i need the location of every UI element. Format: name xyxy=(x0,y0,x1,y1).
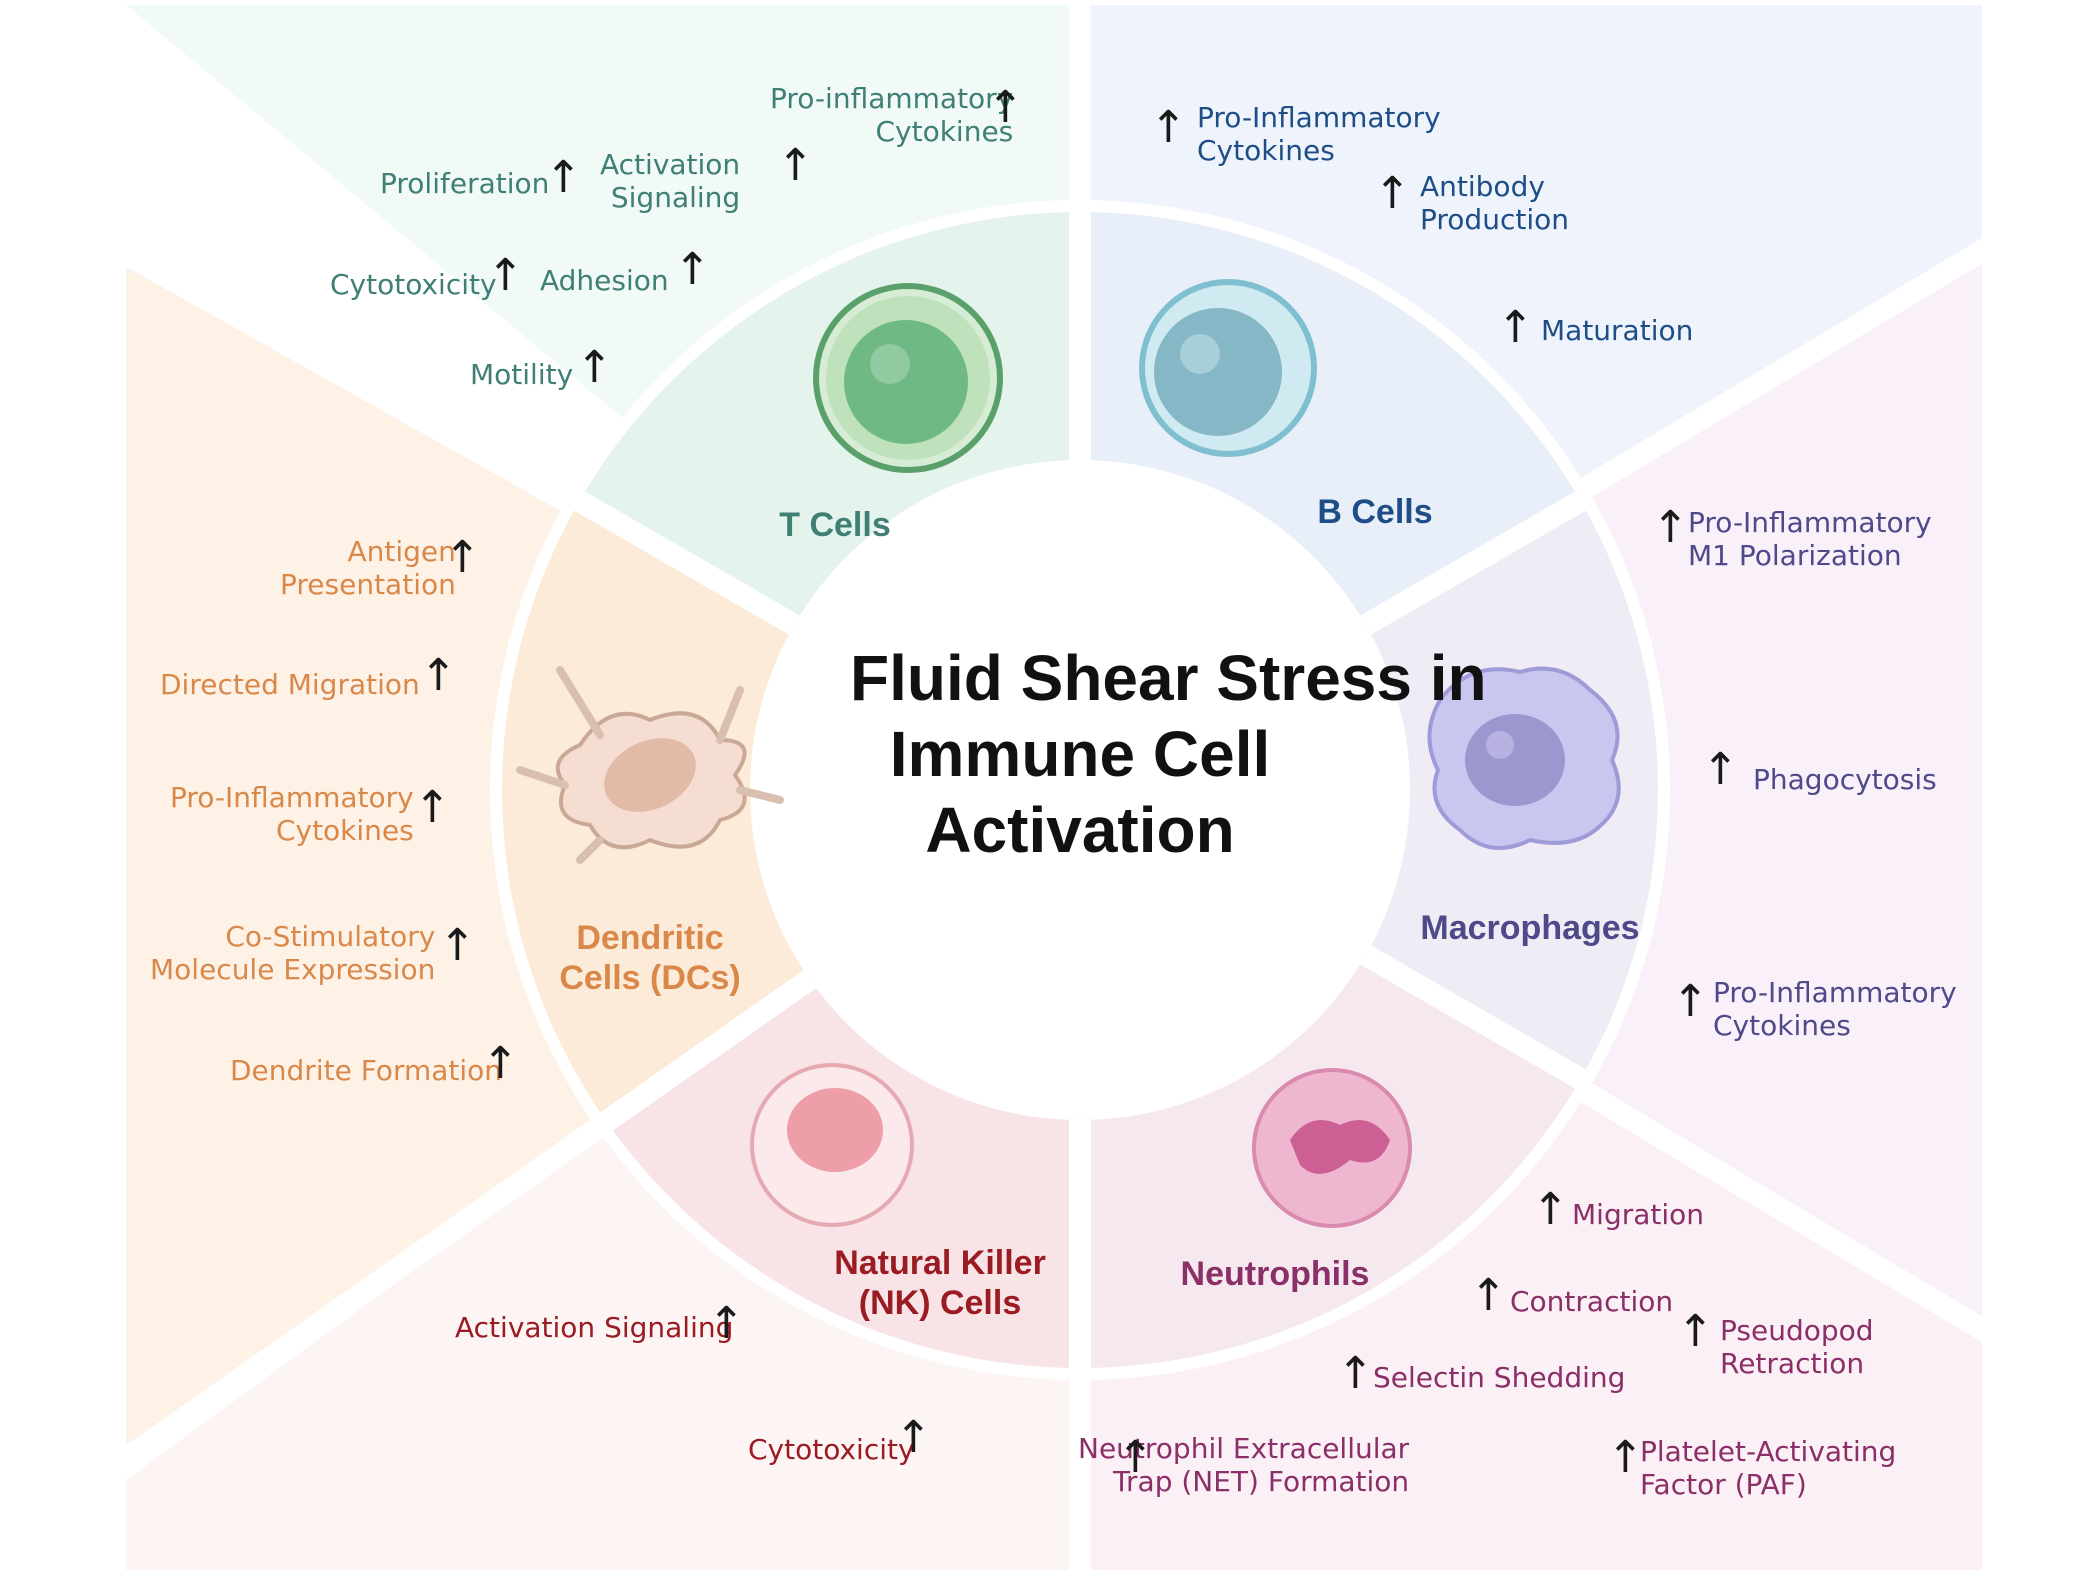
up-arrow-icon: ↑ xyxy=(482,1038,519,1089)
neutrophils-effect-label: Platelet-Activating Factor (PAF) xyxy=(1640,1435,1897,1501)
up-arrow-icon: ↑ xyxy=(414,782,451,833)
inner-separators xyxy=(565,202,1595,1378)
dendritic-effect-label: Antigen Presentation xyxy=(280,535,456,601)
neutrophils-effect-label: Selectin Shedding xyxy=(1373,1361,1626,1394)
macrophage-illustration xyxy=(1427,666,1621,850)
up-arrow-icon: ↑ xyxy=(420,650,457,701)
up-arrow-icon: ↑ xyxy=(487,250,524,301)
t-cell-illustration xyxy=(813,283,1003,473)
center-circle xyxy=(762,472,1398,1108)
up-arrow-icon: ↑ xyxy=(1337,1348,1374,1399)
up-arrow-icon: ↑ xyxy=(1374,168,1411,219)
dendritic-effect-label: Dendrite Formation xyxy=(230,1054,503,1087)
up-arrow-icon: ↑ xyxy=(439,920,476,971)
nk-cells-effect-label: Cytotoxicity xyxy=(748,1433,915,1466)
up-arrow-icon: ↑ xyxy=(1607,1432,1644,1483)
up-arrow-icon: ↑ xyxy=(1470,1270,1507,1321)
b-cells-title: B Cells xyxy=(1317,493,1433,531)
up-arrow-icon: ↑ xyxy=(545,152,582,203)
up-arrow-icon: ↑ xyxy=(1702,744,1739,795)
b-cells-effect-label: Antibody Production xyxy=(1420,170,1569,236)
t-cells-effect-label: Proliferation xyxy=(380,167,550,200)
macrophages-effect-label: Pro-Inflammatory Cytokines xyxy=(1713,976,1957,1042)
macrophages-title: Macrophages xyxy=(1420,909,1640,947)
up-arrow-icon: ↑ xyxy=(1652,502,1689,553)
neutrophils-effect-label: Pseudopod Retraction xyxy=(1720,1314,1874,1380)
up-arrow-icon: ↑ xyxy=(1677,1306,1714,1357)
up-arrow-icon: ↑ xyxy=(576,342,613,393)
up-arrow-icon: ↑ xyxy=(1672,976,1709,1027)
macrophages-effect-label: Pro-Inflammatory M1 Polarization xyxy=(1688,506,1932,572)
t-cells-effect-label: Pro-inflammatory Cytokines xyxy=(770,82,1014,148)
nk-cells-effect-label: Activation Signaling xyxy=(455,1311,734,1344)
main-title: Fluid Shear Stress in Immune Cell Activa… xyxy=(850,642,1487,866)
b-cell-illustration xyxy=(1139,279,1317,457)
up-arrow-icon: ↑ xyxy=(674,244,711,295)
t-cells-effect-label: Adhesion xyxy=(540,264,669,297)
up-arrow-icon: ↑ xyxy=(708,1298,745,1349)
up-arrow-icon: ↑ xyxy=(987,82,1024,133)
up-arrow-icon: ↑ xyxy=(1117,1432,1154,1483)
dendritic-effect-label: Co-Stimulatory Molecule Expression xyxy=(150,920,436,986)
neutrophils-effect-label: Contraction xyxy=(1510,1285,1674,1318)
dendritic-effect-label: Pro-Inflammatory Cytokines xyxy=(170,781,414,847)
dendritic-title: Dendritic Cells (DCs) xyxy=(559,919,741,997)
up-arrow-icon: ↑ xyxy=(895,1412,932,1463)
t-cells-effect-label: Activation Signaling xyxy=(600,148,741,214)
t-cells-title: T Cells xyxy=(779,506,891,544)
t-cells-effect-label: Cytotoxicity xyxy=(330,268,497,301)
t-cells-effect-label: Motility xyxy=(470,358,574,391)
nk-cell-illustration xyxy=(750,1063,914,1227)
up-arrow-icon: ↑ xyxy=(1497,302,1534,353)
b-cells-effect-label: Maturation xyxy=(1541,314,1694,347)
nk-cells-title: Natural Killer (NK) Cells xyxy=(834,1244,1046,1322)
up-arrow-icon: ↑ xyxy=(1150,102,1187,153)
b-cells-effect-label: Pro-Inflammatory Cytokines xyxy=(1197,101,1441,167)
neutrophils-effect-label: Neutrophil Extracellular Trap (NET) Form… xyxy=(1078,1432,1410,1498)
up-arrow-icon: ↑ xyxy=(1532,1184,1569,1235)
neutrophils-effect-label: Migration xyxy=(1572,1198,1705,1231)
neutrophils-title: Neutrophils xyxy=(1180,1255,1370,1293)
macrophages-effect-label: Phagocytosis xyxy=(1753,763,1937,796)
up-arrow-icon: ↑ xyxy=(444,532,481,583)
up-arrow-icon: ↑ xyxy=(777,140,814,191)
dendritic-effect-label: Directed Migration xyxy=(160,668,420,701)
dendritic-cell-illustration xyxy=(516,666,784,864)
neutrophil-illustration xyxy=(1252,1068,1412,1228)
